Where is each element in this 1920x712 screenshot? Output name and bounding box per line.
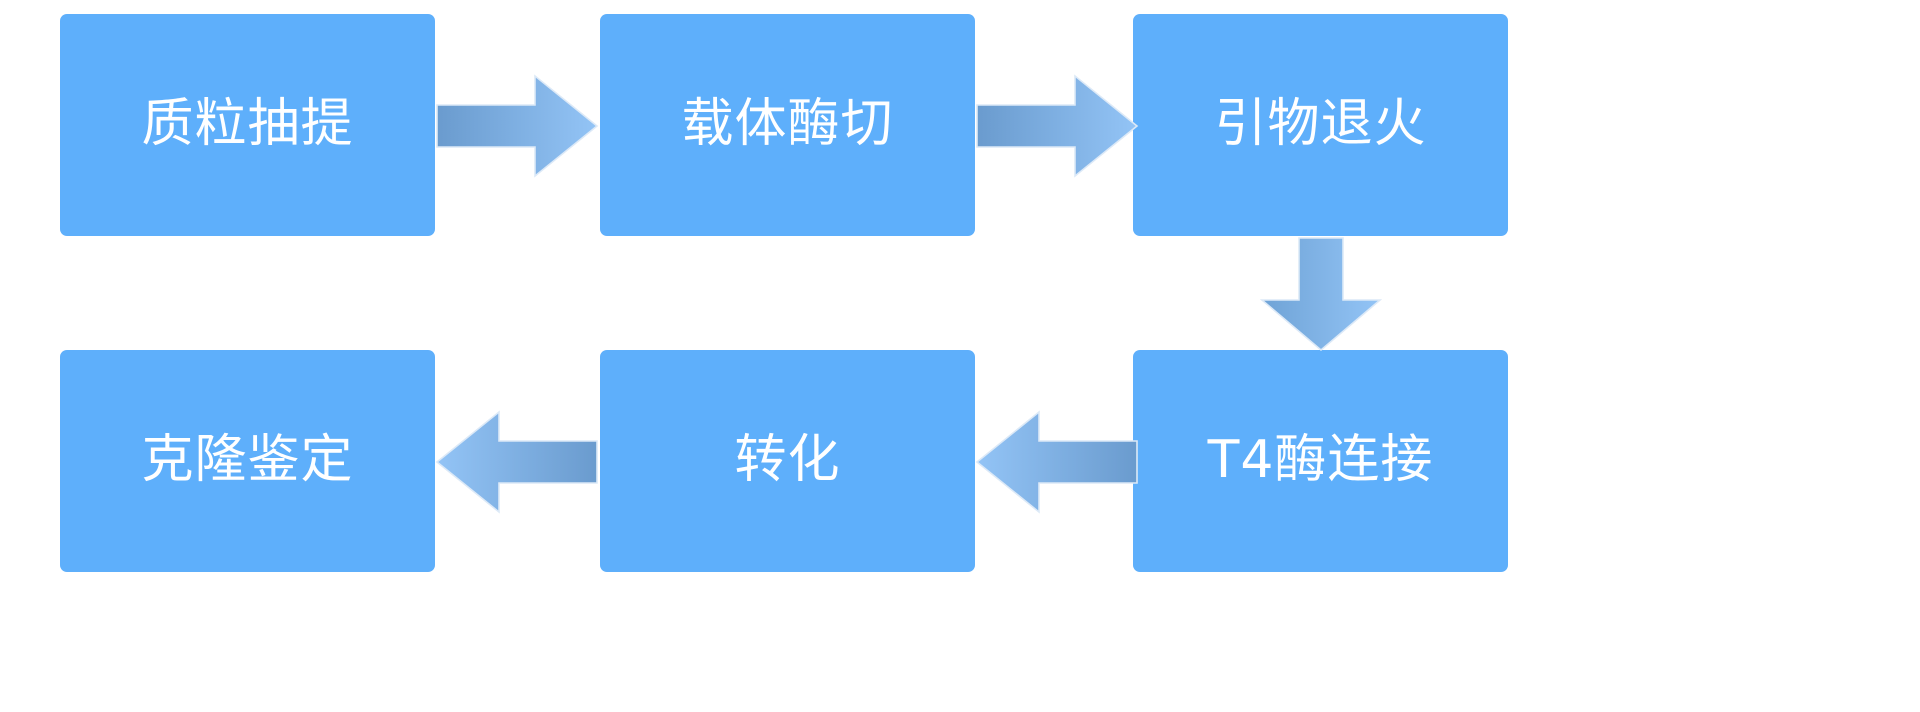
flow-arrow-down-primer-to-ligation	[1258, 237, 1384, 352]
flow-arrow-right-vector-to-primer	[976, 72, 1139, 180]
flow-node-clone-identification[interactable]: 克隆鉴定	[60, 350, 435, 572]
flow-node-plasmid-extraction[interactable]: 质粒抽提	[60, 14, 435, 236]
flow-node-label: 质粒抽提	[141, 94, 354, 155]
flow-node-label: 转化	[734, 430, 841, 491]
flow-node-transformation[interactable]: 转化	[600, 350, 975, 572]
flow-node-primer-annealing[interactable]: 引物退火	[1133, 14, 1508, 236]
flow-node-vector-digestion[interactable]: 载体酶切	[600, 14, 975, 236]
flow-node-label: 载体酶切	[681, 94, 894, 155]
flow-arrow-left-transformation-to-clone	[435, 408, 598, 516]
flow-node-label: 克隆鉴定	[141, 430, 354, 491]
flow-node-t4-ligation[interactable]: T4酶连接	[1133, 350, 1508, 572]
flow-node-label: 引物退火	[1214, 94, 1427, 155]
flow-arrow-left-ligation-to-transformation	[975, 408, 1138, 516]
flow-node-label: T4酶连接	[1207, 430, 1434, 491]
flow-arrow-right-plasmid-to-vector	[436, 72, 599, 180]
